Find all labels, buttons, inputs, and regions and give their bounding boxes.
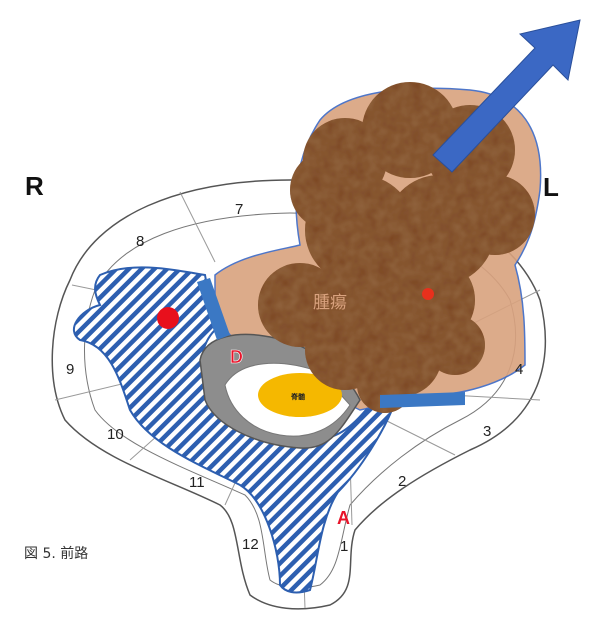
segment-3: 3: [483, 423, 491, 440]
segment-12: 12: [242, 536, 259, 553]
marker-d: D: [230, 347, 243, 367]
segment-9: 9: [66, 361, 74, 378]
label-left: L: [543, 172, 559, 202]
segment-8: 8: [136, 233, 144, 250]
figure-caption: 図 5. 前路: [24, 546, 89, 562]
segment-11: 11: [189, 474, 205, 491]
segment-7: 7: [235, 201, 243, 218]
blue-bar-left: [197, 278, 230, 340]
cord-label: 脊髄: [290, 392, 306, 401]
red-dot-marker: [157, 307, 179, 329]
tumor-mass: [258, 82, 535, 413]
marker-a: A: [337, 508, 350, 528]
segment-4: 4: [515, 361, 523, 378]
blue-bar-right: [380, 392, 465, 408]
segment-1: 1: [340, 538, 348, 555]
spinal-cord: [258, 373, 342, 417]
tumor-label: 腫瘍: [313, 293, 347, 313]
approach-arrow: [432, 19, 581, 173]
label-right: R: [25, 171, 44, 201]
segment-2: 2: [398, 473, 406, 490]
tumor-vessel-dot: [422, 288, 434, 300]
segment-10: 10: [107, 426, 124, 443]
